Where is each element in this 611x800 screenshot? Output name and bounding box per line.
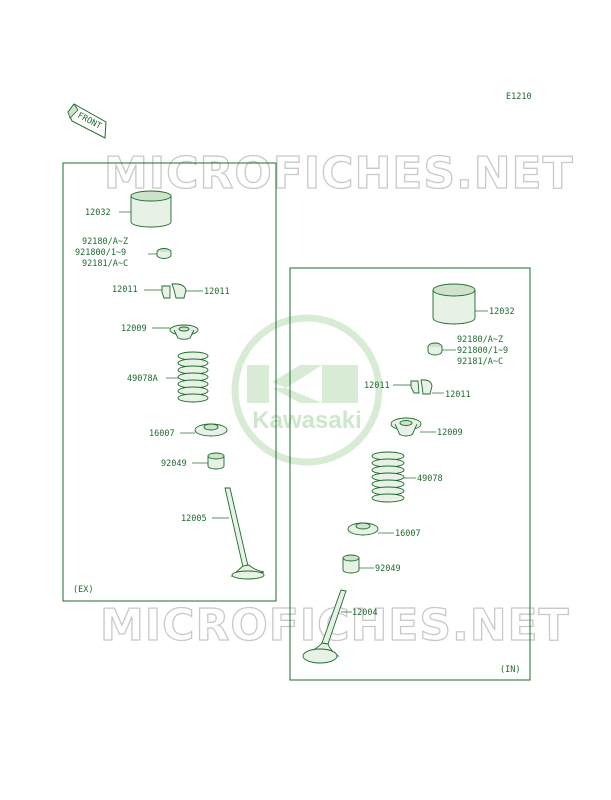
in-seat-label: 16007 (395, 529, 421, 539)
in-shim (427, 342, 443, 356)
exhaust-panel: 12032 92180/A~Z 921800/1~9 92181/A~C 120… (62, 162, 277, 602)
ex-cotters (161, 283, 187, 299)
ex-valve (224, 487, 265, 580)
in-retainer (390, 417, 422, 437)
ex-cotter-right-label: 12011 (204, 287, 230, 297)
ex-cotter-left-label: 12011 (112, 285, 138, 295)
front-arrow-icon: FRONT (67, 103, 107, 139)
intake-tag: (IN) (500, 665, 520, 675)
ex-seat (194, 423, 228, 437)
exhaust-tag: (EX) (73, 585, 93, 595)
in-seal-label: 92049 (375, 564, 401, 574)
intake-panel-frame (289, 267, 531, 681)
in-shim-label-a: 92180/A~Z (457, 335, 503, 345)
in-spring-label: 49078 (417, 474, 443, 484)
ex-tappet-label: 12032 (85, 208, 111, 218)
ex-valve-label: 12005 (181, 514, 207, 524)
in-shim-label-b: 921800/1~9 (457, 346, 508, 356)
diagram-code: E1210 (506, 92, 532, 102)
in-seat (347, 522, 379, 536)
exhaust-panel-frame (62, 162, 277, 602)
ex-shim-label-c: 92181/A~C (82, 259, 128, 269)
ex-seal-label: 92049 (161, 459, 187, 469)
in-tappet (432, 283, 476, 325)
ex-retainer-label: 12009 (121, 324, 147, 334)
kawasaki-logo: Kawasaki (231, 314, 383, 466)
in-cotters (410, 379, 433, 395)
in-valve-label: 12004 (352, 608, 378, 618)
watermark-top: MICROFICHES.NET (104, 148, 574, 199)
in-spring (371, 451, 405, 503)
ex-spring (177, 351, 209, 403)
in-cotter-right-label: 12011 (445, 390, 471, 400)
in-shim-label-c: 92181/A~C (457, 357, 503, 367)
in-valve (302, 589, 347, 664)
ex-retainer (169, 324, 199, 340)
in-retainer-label: 12009 (437, 428, 463, 438)
ex-shim-label-a: 92180/A~Z (82, 237, 128, 247)
ex-seal (207, 452, 225, 470)
ex-shim-label-b: 921800/1~9 (75, 248, 126, 258)
ex-shim (156, 248, 172, 259)
in-tappet-label: 12032 (489, 307, 515, 317)
in-seal (342, 554, 360, 574)
ex-spring-label: 49078A (127, 374, 158, 384)
in-cotter-left-label: 12011 (364, 381, 390, 391)
ex-seat-label: 16007 (149, 429, 175, 439)
logo-text: Kawasaki (252, 407, 361, 434)
intake-panel: 12032 92180/A~Z 921800/1~9 92181/A~C 120… (289, 267, 531, 681)
ex-tappet (130, 190, 172, 228)
